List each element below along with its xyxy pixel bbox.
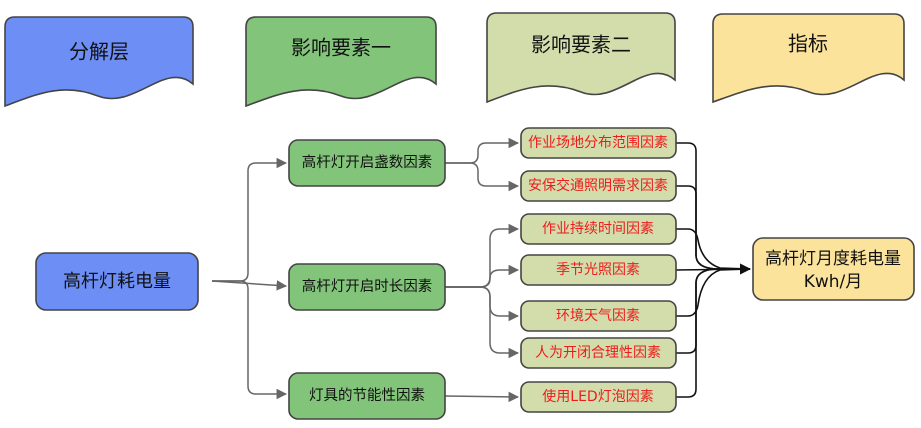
node-season-box [520,254,677,286]
connector-count-to-traffic [445,162,520,192]
connector-root-to-saving [212,280,288,400]
header-factor-one: 影响要素一 [245,16,437,108]
connector-saving-to-led [444,391,520,403]
node-factor-saving: 灯具的节能性因素 [288,372,446,420]
node-weather-label: 环境天气因素 [556,308,640,324]
node-target-unit: Kwh/月 [804,272,863,292]
connector-traffic-to-target [676,185,750,270]
node-factor-count-box [288,139,446,187]
node-human: 人为开闭合理性因素 [520,337,677,369]
node-weather-box [520,300,677,332]
connector-continuous-to-target [676,228,751,270]
connector-duration-to-weather [445,286,520,322]
node-factor-duration-box [288,263,446,311]
node-traffic: 安保交通照明需求因素 [520,170,677,202]
node-continuous: 作业持续时间因素 [520,213,677,245]
header-layer-label: 分解层 [69,40,129,64]
node-area: 作业场地分布范围因素 [520,127,677,159]
node-factor-count: 高杆灯开启盏数因素 [288,139,446,187]
connector-duration-to-season [445,264,520,288]
header-indicator-label: 指标 [788,32,828,56]
node-human-box [520,337,677,369]
node-led-box [520,381,677,413]
header-layer: 分解层 [4,16,194,108]
node-factor-duration: 高杆灯开启时长因素 [288,263,446,311]
connector-human-to-target [676,268,750,354]
node-factor-duration-label: 高杆灯开启时长因素 [302,278,433,295]
header-indicator-shape [712,13,905,104]
node-target: 高杆灯月度耗电量 Kwh/月 [752,237,915,301]
node-root: 高杆灯耗电量 [35,252,199,311]
node-season-label: 季节光照因素 [556,262,640,278]
node-led: 使用LED灯泡因素 [520,381,677,413]
connector-root-to-count [212,157,288,282]
node-factor-saving-box [288,372,446,420]
node-target-box [752,237,915,301]
node-root-label: 高杆灯耗电量 [63,271,171,292]
header-layer-shape [4,16,194,108]
connector-led-to-target [676,268,750,398]
node-factor-count-label: 高杆灯开启盏数因素 [302,154,433,171]
connector-duration-to-continuous [445,223,520,288]
node-continuous-label: 作业持续时间因素 [542,220,654,237]
connector-duration-to-human [445,286,520,359]
header-indicator: 指标 [712,13,905,104]
node-root-box [35,252,199,311]
node-target-label: 高杆灯月度耗电量 [765,249,901,269]
node-continuous-box [520,213,677,245]
header-factor-one-label: 影响要素一 [291,36,391,60]
node-traffic-label: 安保交通照明需求因素 [528,177,668,194]
header-factor-two: 影响要素二 [486,12,676,104]
connector-count-to-area [445,137,520,164]
node-season: 季节光照因素 [520,254,677,286]
header-factor-two-label: 影响要素二 [531,33,631,57]
header-factor-one-shape [245,16,437,108]
node-area-label: 作业场地分布范围因素 [528,134,668,151]
header-factor-two-shape [486,12,676,104]
node-human-label: 人为开闭合理性因素 [535,345,661,361]
node-area-box [520,127,677,159]
connector-area-to-target [676,142,752,275]
node-factor-saving-label: 灯具的节能性因素 [309,387,425,404]
node-traffic-box [520,170,677,202]
connectors [211,137,752,403]
node-weather: 环境天气因素 [520,300,677,332]
connector-root-to-duration [211,280,288,291]
connector-weather-to-target [676,268,751,317]
node-led-label: 使用LED灯泡因素 [542,388,653,405]
